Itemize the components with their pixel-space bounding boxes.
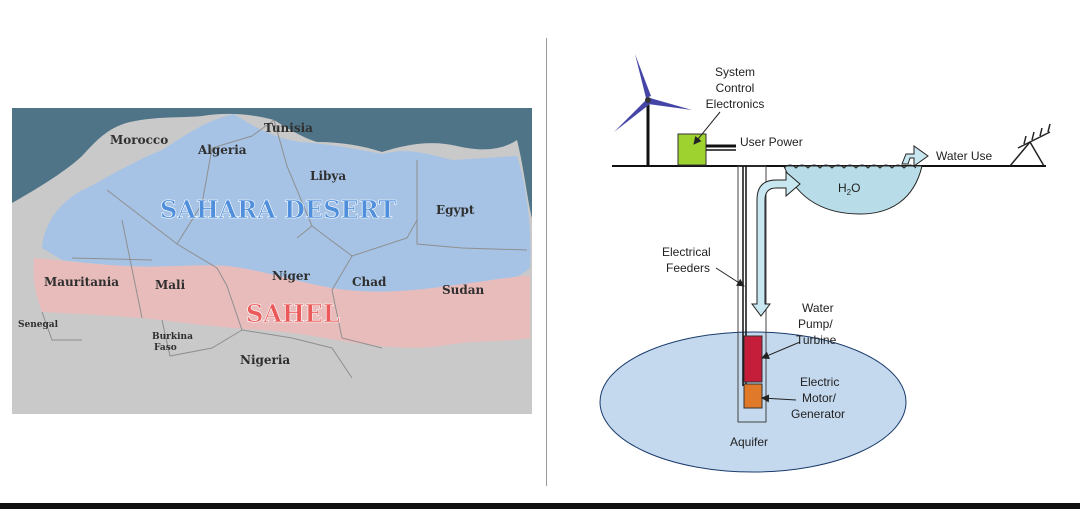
country-borders bbox=[41, 119, 528, 379]
control-electronics-box bbox=[677, 133, 707, 166]
country-label-sudan: Sudan bbox=[442, 283, 485, 297]
country-label-libya: Libya bbox=[310, 169, 346, 183]
reservoir bbox=[783, 165, 923, 215]
electrical-feeders-label-line2: Feeders bbox=[666, 261, 710, 275]
country-label-faso: Faso bbox=[154, 343, 177, 353]
sahel-label: SAHEL bbox=[246, 299, 340, 328]
sahara-region bbox=[42, 114, 531, 297]
water-pump-label-line3: Turbine bbox=[796, 333, 837, 347]
country-label-senegal: Senegal bbox=[18, 320, 59, 330]
electrical-feeders-pointer bbox=[715, 267, 745, 287]
water-pump-turbine bbox=[743, 335, 763, 383]
water-pump-diagram: System Control Electronics User Power Wa… bbox=[599, 54, 1051, 473]
electric-motor-generator bbox=[743, 383, 763, 409]
water-pump-pointer bbox=[761, 341, 801, 359]
country-label-morocco: Morocco bbox=[110, 133, 168, 147]
water-use-label: Water Use bbox=[936, 149, 993, 163]
water-pump-label-line2: Pump/ bbox=[798, 317, 833, 331]
country-label-niger: Niger bbox=[272, 269, 311, 283]
panel-divider bbox=[546, 38, 547, 486]
wind-turbine-icon bbox=[614, 54, 692, 166]
country-label-algeria: Algeria bbox=[197, 143, 247, 157]
outflow-pipe bbox=[901, 145, 929, 167]
sahara-desert-label: SAHARA DESERT bbox=[160, 195, 396, 224]
sahara-sahel-map: Morocco Tunisia Algeria Libya Egypt Maur… bbox=[12, 108, 532, 414]
country-label-tunisia: Tunisia bbox=[264, 121, 313, 135]
system-control-label-line3: Electronics bbox=[706, 97, 765, 111]
water-pump-label-line1: Water bbox=[802, 301, 834, 315]
electric-motor-label-line1: Electric bbox=[800, 375, 839, 389]
country-label-egypt: Egypt bbox=[436, 203, 475, 217]
system-control-label-line1: System bbox=[715, 65, 755, 79]
country-label-nigeria: Nigeria bbox=[240, 353, 290, 367]
user-power-label: User Power bbox=[740, 135, 803, 149]
sahel-region bbox=[33, 258, 531, 348]
system-control-pointer bbox=[693, 111, 721, 145]
h2o-label: H2O bbox=[838, 181, 860, 197]
electrical-feeders-label-line1: Electrical bbox=[662, 245, 711, 259]
bottom-bar bbox=[0, 503, 1080, 509]
country-label-mauritania: Mauritania bbox=[44, 275, 119, 289]
system-control-label-line2: Control bbox=[716, 81, 755, 95]
country-label-burkina: Burkina bbox=[152, 332, 193, 342]
country-label-mali: Mali bbox=[155, 278, 186, 292]
sprinkler-icon bbox=[1009, 123, 1051, 167]
electric-motor-label-line3: Generator bbox=[791, 407, 845, 421]
water-pipe bbox=[751, 170, 801, 317]
well-casing bbox=[737, 165, 767, 423]
country-label-chad: Chad bbox=[352, 275, 387, 289]
electric-motor-label-line2: Motor/ bbox=[802, 391, 837, 405]
aquifer-label: Aquifer bbox=[730, 435, 768, 449]
electric-motor-pointer bbox=[761, 394, 797, 403]
